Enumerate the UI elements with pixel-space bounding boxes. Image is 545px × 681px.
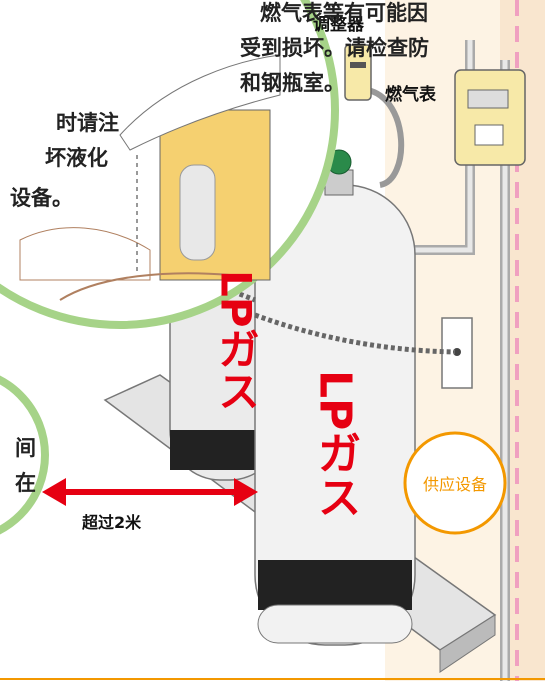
callout-top-line-1: 燃气表等有可能因: [260, 1, 428, 25]
small-cylinder-icon: [179, 164, 216, 261]
regulator-label: 调整器: [313, 14, 365, 35]
callout-top-line-3: 和钢瓶室。: [240, 71, 345, 95]
gas-meter-dial: [474, 124, 504, 146]
cylinder-front-base: [258, 560, 412, 610]
callout-left-line-2: 在: [15, 471, 36, 495]
arrow-left-head: [42, 478, 66, 506]
callout-circle-left: [0, 375, 49, 535]
callout-top-line-6: 设备。: [10, 186, 73, 210]
supply-equipment-badge: [403, 431, 507, 535]
callout-top-line-5: 坏液化: [45, 146, 108, 170]
cylinder-front-foot: [257, 604, 413, 644]
regulator-device: [344, 44, 372, 101]
snow-pile: [19, 227, 151, 281]
callout-top-line-4: 时请注: [56, 111, 119, 135]
cylinder-front-label: LPガス: [310, 370, 361, 518]
arrow-right-head: [234, 478, 258, 506]
supply-equipment-label: 供应设备: [423, 475, 487, 494]
snow-ground: [59, 272, 231, 301]
snow-roof: [119, 54, 281, 151]
callout-top-line-2: 受到损坏。请检查防: [240, 36, 429, 60]
safety-chain-front: [254, 312, 456, 355]
slab-side: [439, 614, 496, 673]
gas-meter-label: 燃气表: [385, 84, 437, 105]
callout-left-line-1: 间: [15, 436, 36, 460]
distance-label: 超过2米: [81, 513, 142, 532]
gas-meter-device: [454, 69, 526, 166]
regulator-slot: [350, 62, 366, 68]
gas-meter-display: [467, 89, 509, 109]
hose-pipe-2: [367, 87, 405, 188]
cylinder-back-label-1: LPガス: [212, 270, 261, 412]
